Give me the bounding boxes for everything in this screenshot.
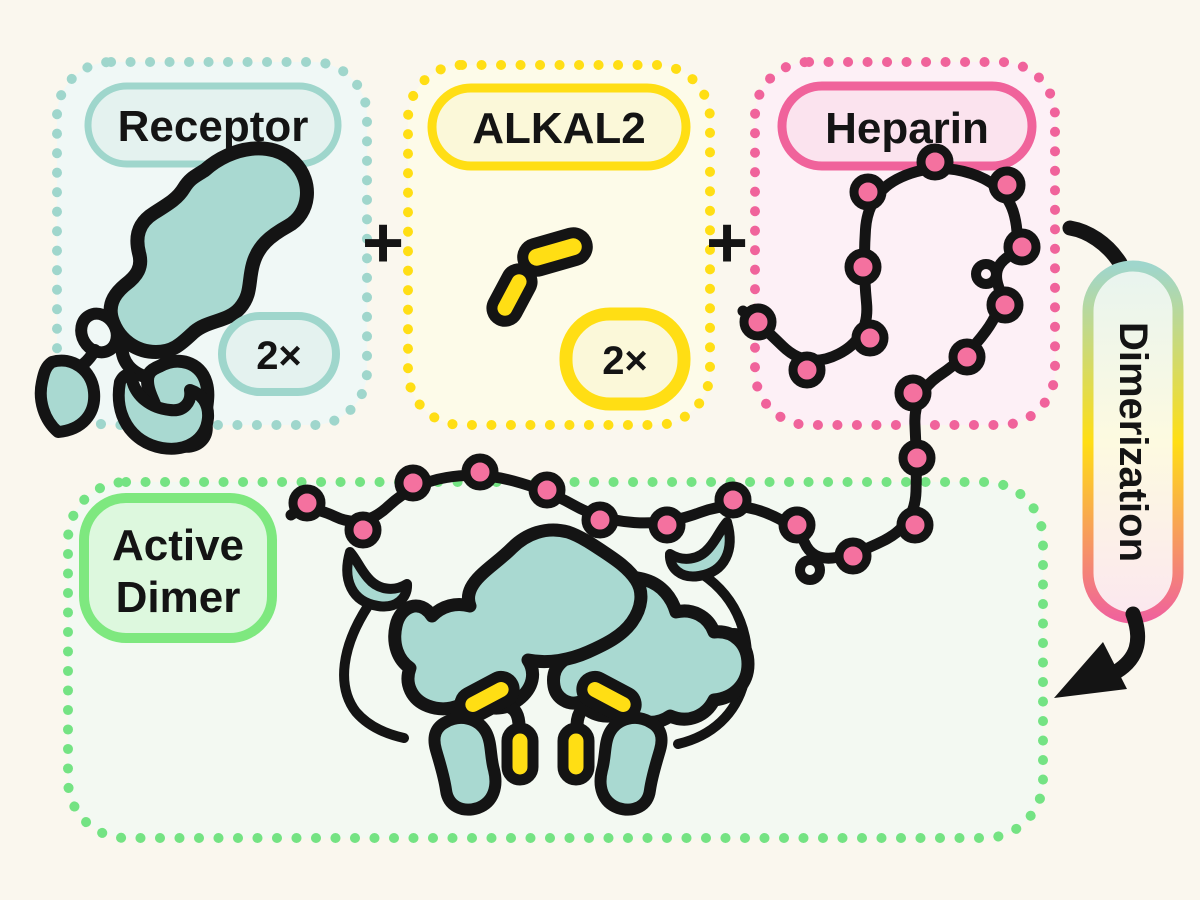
dimer-alkal2-rod-angled-left: [454, 670, 520, 724]
heparin-chain-icon: [285, 143, 1041, 585]
receptor-count-badge: [218, 312, 340, 396]
heparin-bead: [648, 506, 686, 544]
dimer-alkal2-rod-vertical-right: [557, 722, 595, 786]
heparin-chain-loop: [795, 555, 825, 585]
dimer-cup-left: [342, 547, 412, 612]
heparin-bead: [898, 439, 936, 477]
heparin-bead: [844, 248, 882, 286]
heparin-bead: [581, 501, 619, 539]
heparin-bead: [528, 471, 566, 509]
receptor-cup: [112, 369, 215, 455]
dimerization-label: Dimerization: [1111, 322, 1155, 562]
heparin-bead: [288, 484, 326, 522]
heparin-bead: [851, 319, 889, 357]
heparin-bead: [344, 511, 382, 549]
alkal2-rod-upper: [517, 227, 593, 277]
heparin-bead: [849, 173, 887, 211]
heparin-chain-loop: [971, 259, 1001, 289]
alkal2-panel: ALKAL2 2×: [403, 60, 715, 430]
plus-sign-2: +: [706, 203, 748, 283]
heparin-bead: [948, 338, 986, 376]
heparin-bead: [461, 453, 499, 491]
receptor-petal: [34, 354, 101, 438]
dimer-bottom-right: [557, 670, 668, 816]
heparin-bead: [788, 351, 826, 389]
dimer-alkal2-rod-angled-right: [576, 670, 642, 724]
heparin-bead: [896, 506, 934, 544]
dimer-foot-left: [428, 711, 502, 816]
heparin-beads: [288, 143, 1041, 575]
heparin-label-pill: [777, 81, 1037, 171]
active-dimer-label-line2: Dimer: [116, 573, 241, 622]
dimerization-arrow-top-curve: [1062, 220, 1128, 271]
receptor-loop: [75, 307, 123, 359]
heparin-panel-dotted-border: [750, 57, 1060, 430]
heparin-bead: [1003, 228, 1041, 266]
dimer-tail-left: [339, 601, 409, 743]
heparin-bead: [714, 481, 752, 519]
heparin-label: Heparin: [825, 104, 989, 153]
dimer-bottom-left: [428, 670, 539, 816]
heparin-bead: [834, 537, 872, 575]
alkal2-label: ALKAL2: [472, 104, 646, 153]
active-dimer-icon: [339, 517, 755, 816]
receptor-count-label: 2×: [256, 334, 302, 378]
alkal2-count-label: 2×: [602, 339, 648, 383]
heparin-bead: [988, 166, 1026, 204]
receptor-body: [103, 141, 314, 359]
heparin-bead: [394, 464, 432, 502]
receptor-panel: Receptor 2×: [34, 57, 372, 455]
heparin-bead: [916, 143, 954, 181]
receptor-label: Receptor: [118, 102, 309, 151]
receptor-panel-dotted-border: [52, 57, 372, 430]
receptor-protein-icon: [34, 141, 314, 455]
alkal2-label-pill: [427, 83, 691, 171]
dimer-cup-right: [665, 517, 735, 582]
dimerization-arrow-bottom-curve: [1108, 606, 1146, 680]
dimer-foot-right: [594, 711, 668, 816]
active-dimer-label-line1: Active: [112, 521, 244, 570]
alkal2-peptide-icon: [486, 227, 593, 327]
active-dimer-label-pill: [79, 493, 277, 643]
alkal2-panel-dotted-border: [403, 60, 715, 430]
heparin-bead: [894, 374, 932, 412]
dimerization-arrow: Dimerization: [1054, 220, 1184, 698]
dimer-alkal2-rod-vertical-left: [501, 722, 539, 786]
dimer-receptor-left: [388, 523, 648, 716]
alkal2-rod-lower: [486, 263, 538, 327]
heparin-bead: [739, 303, 777, 341]
heparin-bead: [778, 506, 816, 544]
plus-sign-1: +: [362, 203, 404, 283]
heparin-bead: [986, 286, 1024, 324]
dimerization-arrowhead-icon: [1054, 642, 1127, 698]
alkal2-count-badge: [559, 307, 691, 411]
